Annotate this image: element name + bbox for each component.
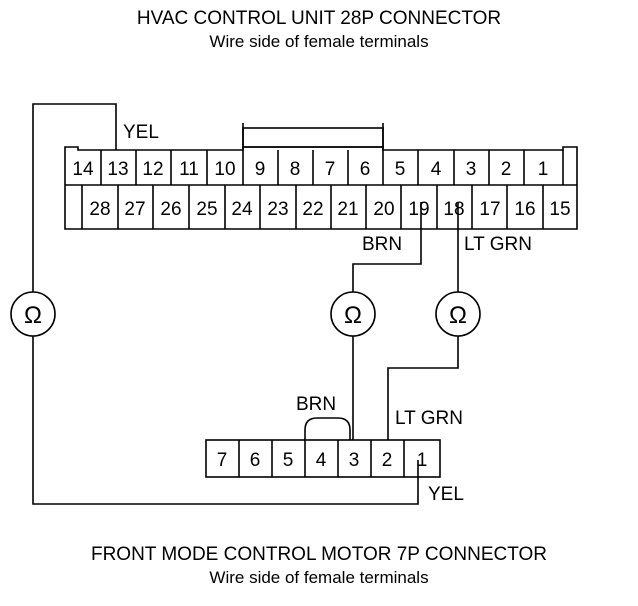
pin-12: 12 <box>142 159 163 180</box>
ohmmeter-1 <box>10 291 56 337</box>
pin-9: 9 <box>255 159 266 180</box>
wire-label-brn-top: BRN <box>362 234 402 255</box>
motor-pin-1: 1 <box>417 450 428 471</box>
pin-19: 19 <box>408 199 429 220</box>
motor-pin-6: 6 <box>250 450 261 471</box>
ohm-icon-2: Ω <box>344 302 362 329</box>
wire-label-brn-bottom: BRN <box>296 394 336 415</box>
ohm-icon-1: Ω <box>24 302 42 329</box>
wire-label-yel-top: YEL <box>123 122 159 143</box>
pin-5: 5 <box>395 159 406 180</box>
top-connector-title: HVAC CONTROL UNIT 28P CONNECTOR <box>136 8 502 29</box>
pin-21: 21 <box>337 199 358 220</box>
pin-15: 15 <box>549 199 570 220</box>
top-connector-subtitle: Wire side of female terminals <box>209 32 429 51</box>
pin-20: 20 <box>373 199 394 220</box>
bottom-connector-body <box>205 439 441 478</box>
pin-1: 1 <box>538 159 549 180</box>
pin-28: 28 <box>89 199 110 220</box>
motor-pin-7: 7 <box>217 450 228 471</box>
ohmmeter-2 <box>330 291 376 337</box>
wire-label-ltgrn-top: LT GRN <box>464 234 532 255</box>
pin-2: 2 <box>501 159 512 180</box>
pin-23: 23 <box>267 199 288 220</box>
pin-16: 16 <box>514 199 535 220</box>
bottom-connector-title: FRONT MODE CONTROL MOTOR 7P CONNECTOR <box>90 544 548 565</box>
pin-22: 22 <box>302 199 323 220</box>
pin-10: 10 <box>214 159 235 180</box>
pin-25: 25 <box>196 199 217 220</box>
pin-24: 24 <box>231 199 253 220</box>
ohm-icon-3: Ω <box>449 302 467 329</box>
motor-pin-4: 4 <box>316 450 327 471</box>
pin-3: 3 <box>466 159 477 180</box>
top-connector-lock-tab <box>242 127 384 148</box>
yel-wire <box>32 103 117 292</box>
pin-27: 27 <box>124 199 145 220</box>
motor-pin-5: 5 <box>283 450 294 471</box>
pin-4: 4 <box>431 159 442 180</box>
wire-label-ltgrn-bottom: LT GRN <box>395 408 463 429</box>
motor-pin-2: 2 <box>382 450 393 471</box>
brn-wire <box>352 202 422 292</box>
ohmmeter-3 <box>435 291 481 337</box>
pin-17: 17 <box>479 199 500 220</box>
pin-11: 11 <box>179 159 199 180</box>
pin-26: 26 <box>160 199 181 220</box>
pin-7: 7 <box>325 159 336 180</box>
wire-label-yel-bottom: YEL <box>428 484 464 505</box>
pin-8: 8 <box>290 159 301 180</box>
pin-18: 18 <box>443 199 464 220</box>
pin-14: 14 <box>72 159 94 180</box>
bottom-connector-subtitle: Wire side of female terminals <box>209 568 429 587</box>
pin-13: 13 <box>107 159 128 180</box>
brn-jumper <box>304 417 351 440</box>
motor-pin-3: 3 <box>349 450 360 471</box>
pin-6: 6 <box>360 159 371 180</box>
